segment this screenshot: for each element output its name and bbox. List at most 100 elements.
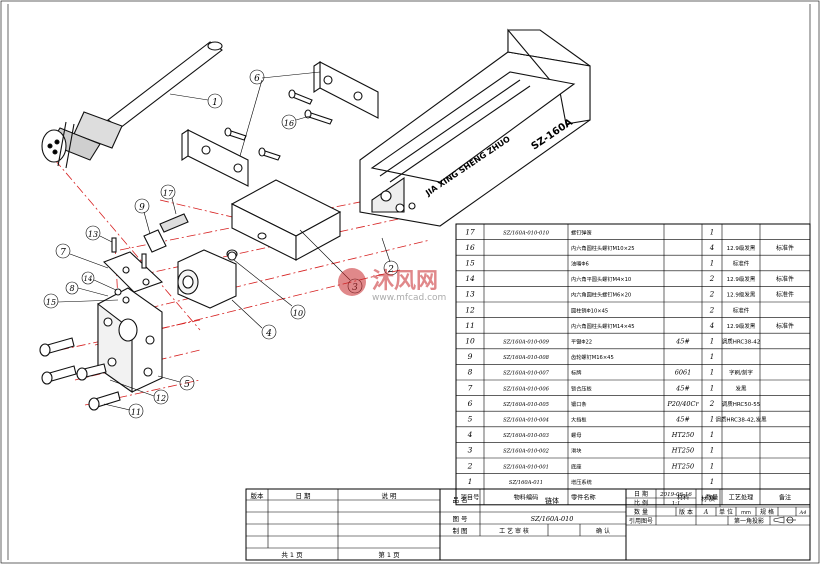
bom-cell-treat: 12.9级发黑 <box>727 322 756 330</box>
scale-label: 比 例 <box>634 499 648 507</box>
bom-cell-code: SZ/160A-010-003 <box>503 433 550 439</box>
bom-cell-treat: 标准件 <box>733 260 750 268</box>
bom-cell-code: SZ/160A-010-007 <box>503 371 550 377</box>
total-pages: 共 1 页 <box>281 550 303 559</box>
svg-text:1: 1 <box>212 98 218 108</box>
bom-cell-no: 14 <box>465 274 475 283</box>
bom-cell-name: 内六角圆柱头螺钉M6×20 <box>571 291 631 299</box>
bom-cell-qty: 2 <box>709 400 715 408</box>
date-label: 日 期 <box>634 490 648 498</box>
bom-cell-qty: 1 <box>710 462 714 470</box>
bom-cell-name: 滑块 <box>571 447 582 455</box>
bom-cell-note: 标准件 <box>776 291 794 299</box>
drawing-no-label: 图 号 <box>452 515 468 523</box>
bom-cell-qty: 2 <box>709 306 715 314</box>
bom-cell-name: 平键Φ22 <box>571 338 592 346</box>
draft-label: 制 图 <box>452 526 467 535</box>
part-big-plate <box>97 287 163 394</box>
review-label: 工 艺 审 核 <box>499 527 529 535</box>
bom-cell-name: 螺钉弹簧 <box>571 228 592 236</box>
bom-cell-treat: 发黑 <box>735 384 747 392</box>
bom-cell-material: 45# <box>675 338 690 346</box>
part-lock-plate <box>103 251 164 293</box>
svg-text:沐风网: 沐风网 <box>372 269 438 294</box>
bom-cell-no: 15 <box>465 259 475 268</box>
bom-cell-qty: 4 <box>709 244 714 252</box>
balloon-10: 10 <box>233 259 306 320</box>
bom-cell-no: 4 <box>467 430 473 439</box>
bom-cell-material: 45# <box>675 416 690 424</box>
balloon-2: 2 <box>381 237 399 276</box>
name-label: 品 名 <box>452 495 467 504</box>
svg-text:13: 13 <box>88 230 98 239</box>
bom-cell-material: HT250 <box>671 447 694 455</box>
bom-header-cell: 数量 <box>706 494 718 502</box>
bom-cell-treat: 12.9级发黑 <box>727 291 756 299</box>
balloon-11: 11 <box>103 403 144 419</box>
bom-cell-treat: 字刷/刻字 <box>729 369 753 377</box>
format-label: 规 格 <box>760 508 774 516</box>
rev-date-header: 日 期 <box>295 492 311 500</box>
bom-header-cell: 项目号 <box>461 495 480 502</box>
bom-cell-no: 1 <box>468 477 473 486</box>
bom-cell-code: SZ/160A-010-004 <box>503 418 549 424</box>
bom-cell-code: SZ/160A-010-001 <box>503 464 549 470</box>
svg-text:16: 16 <box>284 119 294 128</box>
bom-cell-no: 5 <box>468 415 473 424</box>
svg-text:2: 2 <box>387 265 394 275</box>
scale-value: 1:1 <box>672 501 681 507</box>
date-value: 2019-06-16 <box>659 492 692 498</box>
bom-cell-material: HT250 <box>671 431 694 439</box>
bom-cell-code: SZ/160A-010-002 <box>503 449 549 455</box>
bom-cell-name: 油嘴Φ6 <box>571 260 589 268</box>
bom-cell-qty: 1 <box>710 384 714 392</box>
balloon-13: 13 <box>85 225 113 243</box>
projection-label: 第一角投影 <box>734 517 764 525</box>
bom-cell-no: 2 <box>467 461 473 470</box>
balloon-8: 8 <box>65 281 109 297</box>
bom-cell-treat: 12.9级发黑 <box>727 275 756 283</box>
bom-cell-no: 7 <box>468 383 473 392</box>
bom-header-cell: 零件名称 <box>571 494 596 502</box>
svg-text:10: 10 <box>293 309 303 318</box>
svg-text:15: 15 <box>46 298 56 307</box>
svg-text:12: 12 <box>156 394 166 403</box>
bom-header-cell: 材料 <box>677 494 689 502</box>
balloon-7: 7 <box>55 243 109 269</box>
balloon-4: 4 <box>231 299 277 340</box>
svg-text:www.mfcad.com: www.mfcad.com <box>372 293 446 303</box>
bom-cell-code: SZ/160A-010-008 <box>503 355 550 361</box>
bom-cell-material: 45# <box>675 384 690 392</box>
bom-header-cell: 备注 <box>779 494 791 502</box>
svg-text:6: 6 <box>254 74 260 84</box>
bom-cell-qty: 1 <box>710 478 714 486</box>
bom-cell-treat: 调质HRC50-55 <box>722 400 761 408</box>
balloon-1: 1 <box>169 93 223 109</box>
bom-cell-treat: 调质HRC38-42,发黑 <box>715 416 767 424</box>
unit-value: mm <box>741 510 751 516</box>
bom-cell-qty: 1 <box>710 353 714 361</box>
bom-cell-note: 标准件 <box>776 275 794 283</box>
format-value: A4 <box>799 510 807 516</box>
bom-cell-treat: 标准件 <box>733 306 750 314</box>
bom-cell-name: 内六角平圆头螺钉M4×10 <box>571 275 631 283</box>
unit-label: 单 位 <box>719 508 733 516</box>
svg-text:8: 8 <box>69 284 74 293</box>
part-gib-strips <box>181 60 379 187</box>
bom-cell-code: SZ/160A-010-010 <box>503 230 550 236</box>
material-label: 材 质 <box>701 495 715 503</box>
svg-text:7: 7 <box>60 248 66 258</box>
rev-version-header: 版本 <box>251 491 265 500</box>
balloon-15: 15 <box>43 293 119 309</box>
bom-cell-qty: 1 <box>710 431 714 439</box>
balloon-12: 12 <box>109 379 169 405</box>
bom-cell-no: 6 <box>468 399 473 408</box>
title-block: 版本 日 期 说 明 共 1 页 第 1 页 品 名 链体 图 号 SZ/160… <box>245 488 811 561</box>
bom-cell-qty: 1 <box>710 260 714 268</box>
bom-cell-note: 标准件 <box>776 322 794 330</box>
balloon-5: 5 <box>157 375 195 391</box>
svg-text:17: 17 <box>163 189 174 198</box>
bom-cell-qty: 1 <box>710 416 714 424</box>
